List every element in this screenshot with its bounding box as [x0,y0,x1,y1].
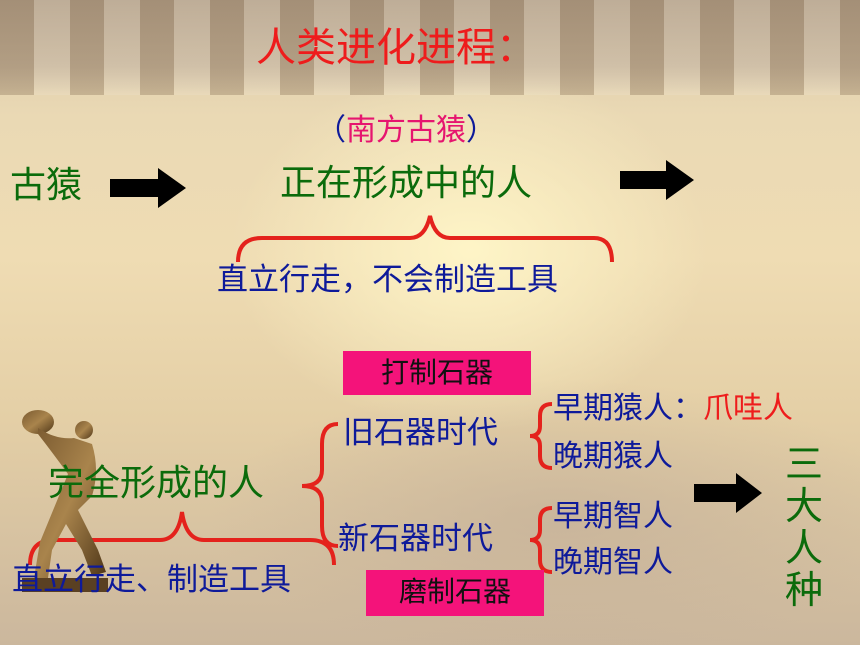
formed-human-label: 完全形成的人 [48,463,265,504]
formed-traits-text: 直立行走、制造工具 [12,562,291,598]
three-races-char-2: 大 [785,484,824,528]
forming-human-label: 正在形成中的人 [280,163,533,204]
age-brace [301,422,339,548]
early-ape-man: 早期猿人：爪哇人 [553,394,793,424]
forming-traits-text: 直立行走，不会制造工具 [217,262,558,298]
paleolithic-brace [529,402,553,470]
note-close: ） [466,113,496,148]
right-arrow-icon [620,160,694,200]
forming-traits-brace [236,215,614,263]
three-races-char-4: 种 [785,568,824,612]
early-ape-man-label: 早期猿人： [553,391,703,426]
neolithic-tool-box: 磨制石器 [366,570,544,616]
neolithic-tool: 磨制石器 [398,575,511,608]
late-homo-sapiens-label: 晚期智人 [553,545,673,580]
late-ape-man-label: 晚期猿人 [553,439,673,474]
paleolithic-tool-box: 打制石器 [343,351,531,395]
paleolithic-tool: 打制石器 [380,356,493,389]
discus-thrower-statue [22,410,108,592]
early-homo-sapiens-label: 早期智人 [553,499,673,534]
note-text: 南方古猿 [346,113,466,148]
java-man-label: 爪哇人 [703,391,793,426]
neolithic-brace [529,506,553,574]
right-arrow-icon [694,473,762,513]
page-title: 人类进化进程： [256,25,536,71]
note-open: （ [316,113,346,148]
neolithic-label: 新石器时代 [338,521,493,557]
ancestor-note: （南方古猿） [316,116,496,146]
header-banner [0,0,860,95]
three-races-char-1: 三 [785,442,824,486]
three-races-char-3: 人 [785,526,824,570]
ancestor-label: 古猿 [10,165,83,206]
paleolithic-label: 旧石器时代 [343,415,498,451]
right-arrow-icon [110,168,186,208]
